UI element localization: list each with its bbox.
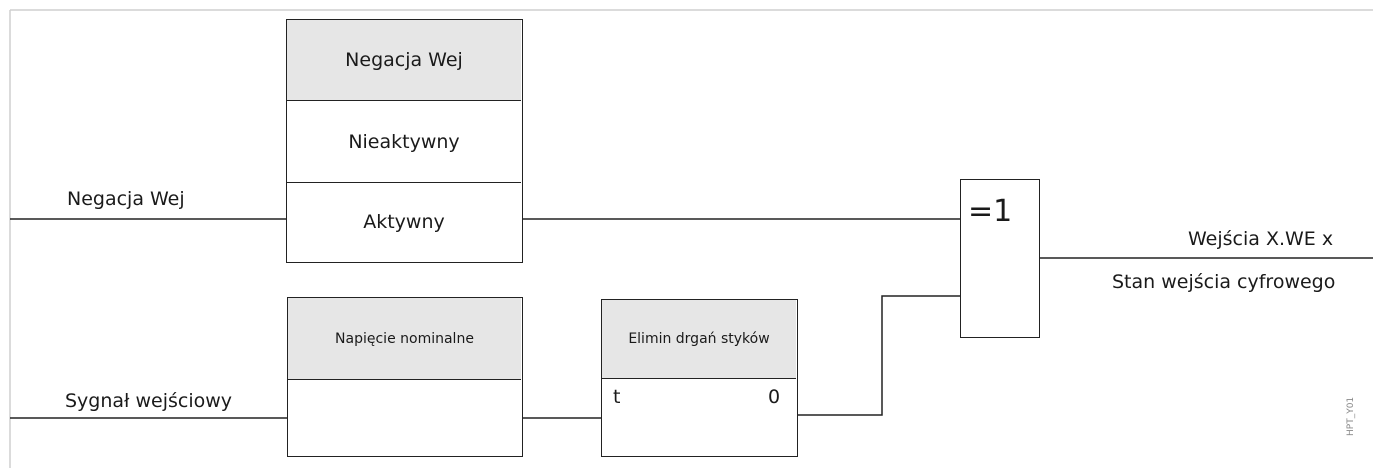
timer-zero-label: 0 [768,386,781,408]
voltage-block: Napięcie nominalne [287,297,523,457]
option-active: Aktywny [363,211,445,233]
signal-input-label: Sygnał wejściowy [65,390,233,412]
xor-gate-label: =1 [968,194,1013,229]
voltage-block-header: Napięcie nominalne [288,298,521,380]
option-inactive: Nieaktywny [287,101,521,183]
watermark: HPT_Y01 [1346,396,1356,436]
timer-t-label: t [613,386,621,408]
negation-block: Negacja Wej Nieaktywny Aktywny [286,19,523,263]
negation-block-header: Negacja Wej [287,20,521,101]
debounce-to-gate-line [798,295,960,416]
debounce-block-header: Elimin drgań styków [602,300,796,379]
negation-input-label: Negacja Wej [67,188,185,210]
xor-gate: =1 [960,179,1040,338]
debounce-block: Elimin drgań styków t 0 [601,299,798,457]
output-name-label: Wejścia X.WE x [1188,228,1334,250]
output-desc-label: Stan wejścia cyfrowego [1112,271,1336,293]
